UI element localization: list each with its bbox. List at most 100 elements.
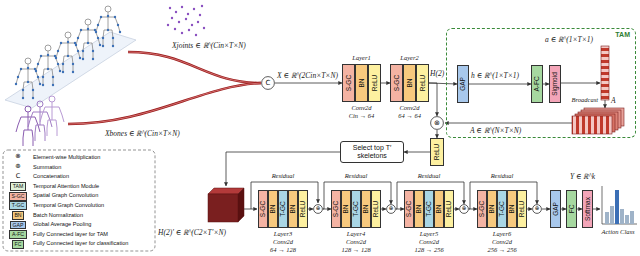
- legend-text: Temporal Attention Module: [33, 183, 99, 189]
- drawing-part: [175, 11, 177, 13]
- s-gc-box: S-GC: [342, 64, 355, 102]
- s-gc-box: S-GC: [477, 190, 487, 228]
- drawing-part: [208, 194, 238, 222]
- node-text: BN: [436, 204, 443, 213]
- node-text: ReLU: [373, 201, 380, 218]
- legend-frame: [3, 150, 155, 251]
- node-text: ⊕: [389, 206, 394, 212]
- drawing-part: [199, 14, 201, 16]
- node-text: Softmax: [584, 197, 591, 221]
- node-text: ReLU: [434, 144, 441, 161]
- drawing-part: [188, 29, 190, 31]
- legend-symbol: TAM: [10, 182, 26, 191]
- legend-text: Element-wise Multiplication: [33, 154, 100, 160]
- layer-label: Conv2d: [492, 238, 512, 245]
- layer-label: 64 → 64: [398, 112, 421, 119]
- relu-box: ReLU: [444, 190, 454, 228]
- sigmoid-box: Sigmoid: [549, 65, 561, 103]
- legend-symbol: FC: [12, 240, 24, 249]
- bn-box: BN: [288, 190, 298, 228]
- bn-box: BN: [355, 64, 368, 102]
- connector: [381, 83, 390, 84]
- layer-label: Layer5: [420, 230, 438, 237]
- drawing-part: [128, 52, 261, 83]
- node-text: S-GC: [406, 201, 413, 217]
- circle-outline: [460, 205, 469, 214]
- node-text: GAP: [460, 77, 467, 91]
- drawing-part: [238, 188, 244, 222]
- legend-text: Global Average Pooling: [33, 221, 91, 227]
- node-text: ReLU: [371, 75, 378, 92]
- connector: [542, 209, 550, 210]
- node-text: FC: [568, 205, 575, 214]
- node-text: Select top T′ skeletons: [344, 144, 400, 160]
- drawing-part: [201, 5, 203, 7]
- drawing-part: [620, 209, 624, 224]
- t-gc-box: T-GC: [424, 190, 434, 228]
- node-text: T-GC: [426, 201, 433, 217]
- legend-text: Temporal Graph Convolution: [33, 202, 104, 208]
- node-text: ⊕: [316, 206, 321, 212]
- circle-outline: [314, 205, 323, 214]
- relu-box: ReLU: [368, 64, 381, 102]
- legend-symbol: T-GC: [9, 201, 26, 210]
- attention-vector: [560, 46, 609, 108]
- circle-outline: [262, 77, 275, 90]
- node-text: S-GC: [260, 201, 267, 217]
- drawing-part: [169, 7, 171, 9]
- drawing-part: [197, 21, 199, 23]
- s-gc-box: S-GC: [404, 190, 414, 228]
- drawing-part: [171, 17, 173, 19]
- fc-box: FC: [566, 190, 577, 228]
- drawing-part: [15, 67, 41, 99]
- multiply-circle: ⊗: [430, 116, 444, 130]
- sum-circle: ⊕: [532, 204, 542, 214]
- softmax-box: Softmax: [582, 190, 593, 228]
- math-label: H(2)′ ∈ ℝ^(C2×T′×N): [158, 229, 226, 237]
- drawing-part: [75, 28, 101, 60]
- math-label: A ∈ ℝ^(N×T×N): [470, 127, 521, 135]
- node-text: BN: [489, 204, 496, 213]
- layer-label: Conv2d: [419, 238, 439, 245]
- node-text: GAP: [552, 202, 559, 216]
- node-text: T-GC: [499, 201, 506, 217]
- math-label: Xbones ∈ ℝ^(Cin×T×N): [105, 130, 180, 138]
- drawing-part: [191, 24, 193, 26]
- legend-text: Fully Connected layer for classification: [33, 240, 128, 246]
- node-text: A-FC: [534, 76, 541, 91]
- layer-label: Broadcast: [572, 96, 598, 103]
- drawing-part: [178, 21, 180, 23]
- node-text: T-GC: [353, 201, 360, 217]
- drawing-part: [193, 8, 195, 10]
- drawing-part: [226, 152, 340, 186]
- legend-symbol: ⊗: [14, 153, 22, 160]
- connector: [527, 209, 532, 210]
- relu-box: ReLU: [517, 190, 527, 228]
- layer-label: Layer4: [347, 230, 365, 237]
- drawing-part: [601, 46, 609, 100]
- connector: [454, 209, 459, 210]
- node-text: BN: [363, 204, 370, 213]
- layer-label: Residual: [345, 172, 368, 179]
- bn-box: BN: [268, 190, 278, 228]
- node-text: ReLU: [300, 201, 307, 218]
- relu-box: ReLU: [416, 64, 429, 102]
- drawing-part: [40, 96, 64, 136]
- node-text: TAM: [615, 31, 630, 38]
- node-text: C: [266, 80, 271, 87]
- node-text: BN: [358, 78, 365, 87]
- layer-label: Action Class: [601, 228, 634, 235]
- tam-module: TAM GAP A-FC Sigmoid: [446, 28, 636, 138]
- bn-box: BN: [403, 64, 416, 102]
- legend-text: Batch Normalization: [33, 212, 83, 218]
- node-text: S-GC: [393, 75, 400, 91]
- node-text: S-GC: [479, 201, 486, 217]
- drawing-part: [602, 186, 637, 224]
- connector: [381, 209, 386, 210]
- circle-outline: [387, 205, 396, 214]
- node-text: ⊗: [434, 120, 440, 127]
- layer-label: Conv2d: [346, 238, 366, 245]
